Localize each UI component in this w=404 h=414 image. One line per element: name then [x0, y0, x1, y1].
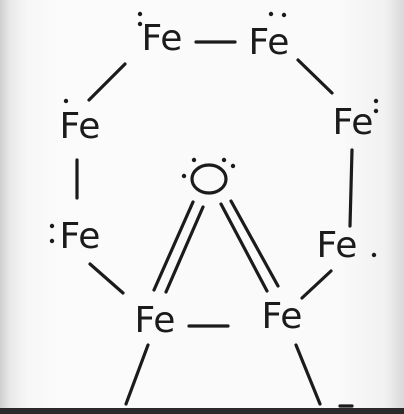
atom-fe-bottom-right: Fe — [262, 296, 303, 337]
lone-pair-dot — [137, 11, 143, 17]
double-bond-right-b — [229, 199, 280, 288]
bond-top-right-diag — [296, 58, 334, 95]
bond-left-lower-diag — [88, 262, 125, 295]
double-bond-left-a — [152, 200, 195, 292]
lone-pair-dot — [63, 98, 69, 104]
atom-fe-bottom-left: Fe — [135, 300, 176, 341]
atom-fe-right-lower: Fe — [317, 225, 358, 266]
lone-pair-dot — [371, 252, 377, 258]
bond-right-lower-diag — [300, 269, 333, 300]
atom-fe-left-upper: Fe — [60, 106, 101, 147]
bond-top-left-diag — [87, 62, 127, 102]
bond-bottom-left-out — [124, 343, 150, 406]
bond-right-vertical — [348, 148, 354, 228]
lone-pair-dot — [49, 223, 55, 229]
double-bond-right-a — [219, 202, 269, 293]
lone-pair-dot — [373, 98, 379, 104]
lone-pair-dot — [221, 157, 227, 163]
bottom-edge-bar — [0, 408, 404, 414]
bond-bottom-right-out — [294, 343, 322, 406]
atom-fe-right-upper: Fe — [333, 102, 374, 143]
lone-pair-dot — [230, 163, 236, 169]
atom-fe-left-lower: Fe — [60, 216, 101, 257]
atom-fe-top-right: Fe — [249, 22, 290, 63]
lone-pair-dot — [191, 157, 197, 163]
lone-pair-dot — [268, 11, 274, 17]
atom-fe-top-left: Fe — [142, 18, 183, 59]
lone-pair-dot — [49, 238, 55, 244]
lone-pair-dot — [373, 108, 379, 114]
atom-oxygen — [190, 163, 228, 195]
lone-pair-dot — [137, 21, 143, 27]
lone-pair-dot — [181, 173, 187, 179]
lone-pair-dot — [281, 12, 287, 18]
double-bond-left-b — [164, 205, 205, 294]
